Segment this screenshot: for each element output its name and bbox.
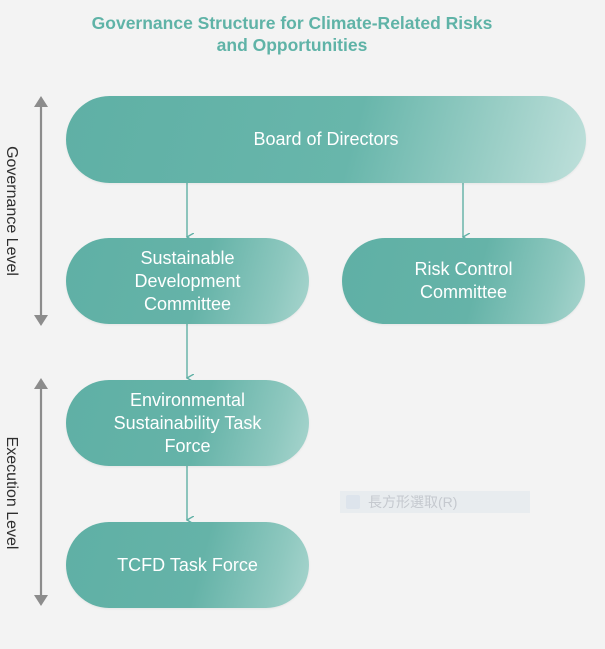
- estf-label-line-1: Environmental: [129, 389, 246, 410]
- diagram-title-line-2: and Opportunities: [216, 35, 368, 55]
- sdc-label-line-1: Sustainable: [140, 247, 235, 268]
- rcc-label-line-2: Committee: [419, 282, 508, 302]
- estf-label-line-2: Sustainability Task: [113, 412, 262, 433]
- rectangle-select-icon: [346, 495, 360, 509]
- execution-level-arrow: [34, 378, 48, 606]
- estf-label-line-3: Force: [164, 435, 211, 456]
- rectangle-select-label: 長方形選取(R): [368, 494, 458, 510]
- diagram-title-line-1: Governance Structure for Climate-Related…: [91, 13, 493, 33]
- governance-level-arrow: [34, 96, 48, 326]
- rcc-label-line-1: Risk Control: [414, 259, 513, 279]
- execution-level-label: Execution Level: [3, 436, 20, 550]
- tcfd-task-force-node: TCFD Task Force: [66, 522, 309, 608]
- sustainable-development-committee-node: Sustainable Development Committee: [66, 238, 309, 324]
- environmental-sustainability-task-force-node: Environmental Sustainability Task Force: [66, 380, 309, 466]
- sdc-label-line-3: Committee: [143, 293, 232, 314]
- sdc-label-line-2: Development: [134, 270, 241, 291]
- risk-control-committee-node: Risk Control Committee: [342, 238, 585, 324]
- tcfd-task-force-label: TCFD Task Force: [117, 554, 258, 575]
- board-of-directors-label: Board of Directors: [253, 129, 399, 149]
- board-of-directors-node: Board of Directors: [66, 96, 586, 183]
- rectangle-select-tooltip: 長方形選取(R): [340, 491, 530, 513]
- diagram-title: Governance Structure for Climate-Related…: [0, 12, 584, 56]
- governance-level-label: Governance Level: [3, 146, 20, 276]
